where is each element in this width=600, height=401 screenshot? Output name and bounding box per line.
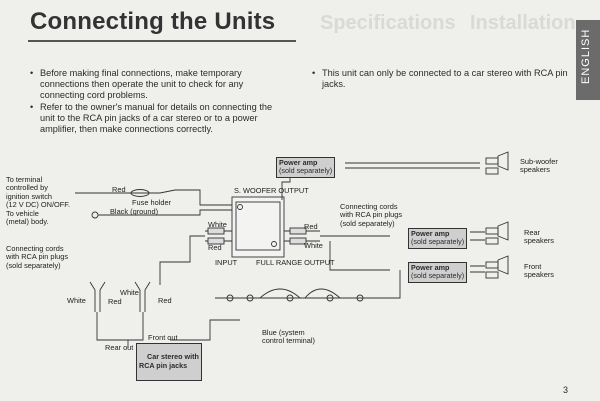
- white-rca-left-2: White: [120, 288, 139, 297]
- red-rca-left-1: Red: [108, 297, 122, 306]
- red-rca-left-2: Red: [158, 296, 172, 305]
- front-speakers-label: Front speakers: [524, 262, 554, 280]
- power-amp-label: Power amp: [411, 263, 450, 272]
- ghost-heading-installation: Installation: [470, 12, 576, 34]
- unit-screw-icon: [237, 204, 243, 210]
- front-amp-line: [470, 265, 485, 273]
- ghost-heading-specifications: Specifications: [320, 12, 456, 34]
- vehicle-body-label: To vehicle (metal) body.: [6, 209, 49, 227]
- sold-separately-label: (sold separately): [279, 166, 333, 176]
- car-stereo-cable: [96, 330, 144, 348]
- red-wire-label: Red: [112, 185, 126, 194]
- page-title: Connecting the Units: [30, 8, 276, 35]
- rear-amp-line: [470, 231, 485, 241]
- white-output-label: White: [304, 241, 323, 250]
- ignition-wire: [75, 189, 232, 206]
- input-cable: [159, 235, 205, 285]
- subwoofer-speakers-label: Sub-woofer speakers: [520, 157, 558, 175]
- power-amp-label: Power amp: [279, 158, 318, 167]
- speaker-group-sub: [485, 151, 509, 175]
- black-ground-label: Black (ground): [110, 207, 159, 216]
- unit-screw-icon: [271, 241, 277, 247]
- speaker-group-rear: [485, 221, 509, 245]
- fuse-holder-icon: [130, 189, 150, 197]
- sold-separately-label: (sold separately): [411, 271, 465, 281]
- s-woofer-output-label: S. WOOFER OUTPUT: [234, 186, 309, 195]
- left-bullet-list: Before making final connections, make te…: [30, 68, 282, 135]
- ignition-switch-label: To terminal controlled by ignition switc…: [6, 175, 71, 210]
- front-out-label: Front out: [148, 333, 178, 342]
- power-amp-rear: Power amp (sold separately): [408, 228, 468, 249]
- white-rca-left-1: White: [67, 296, 86, 305]
- page-number: 3: [562, 385, 568, 395]
- bullet-item: Before making final connections, make te…: [30, 68, 282, 102]
- main-unit: [231, 196, 285, 258]
- bottom-cable: [215, 270, 401, 299]
- red-input-label: Red: [208, 243, 222, 252]
- rear-speakers-label: Rear speakers: [524, 228, 554, 246]
- language-tab: ENGLISH: [576, 20, 600, 100]
- bullet-item: This unit can only be connected to a car…: [312, 68, 568, 90]
- power-amp-label: Power amp: [411, 229, 450, 238]
- power-amp-front: Power amp (sold separately): [408, 262, 468, 283]
- input-label: INPUT: [215, 258, 238, 267]
- speaker-group-front: [485, 255, 509, 279]
- ground-terminal-icon: [91, 211, 99, 219]
- right-bullet-list: This unit can only be connected to a car…: [312, 68, 568, 90]
- rca-plugs-left: [94, 290, 146, 312]
- car-stereo-box: Car stereo with RCA pin jacks: [136, 343, 202, 381]
- power-amp-subwoofer: Power amp (sold separately): [276, 157, 336, 178]
- car-stereo-label: Car stereo with RCA pin jacks: [139, 352, 199, 370]
- blue-system-wire: [170, 319, 240, 341]
- connecting-cords-left-label: Connecting cords with RCA pin plugs (sol…: [6, 244, 69, 270]
- title-underline: [28, 40, 296, 42]
- bullet-item: Refer to the owner's manual for details …: [30, 102, 282, 136]
- ground-wire: [98, 209, 232, 216]
- full-range-output-label: FULL RANGE OUTPUT: [256, 258, 335, 267]
- red-output-label: Red: [304, 222, 318, 231]
- rear-out-label: Rear out: [105, 343, 134, 352]
- sold-separately-label: (sold separately): [411, 237, 465, 247]
- front-amp-cable: [329, 241, 390, 271]
- connecting-cords-right-label: Connecting cords with RCA pin plugs (sol…: [340, 202, 403, 228]
- white-input-label: White: [208, 220, 227, 229]
- blue-system-control-label: Blue (system control terminal): [262, 328, 315, 346]
- fuse-holder-label: Fuse holder: [132, 198, 172, 207]
